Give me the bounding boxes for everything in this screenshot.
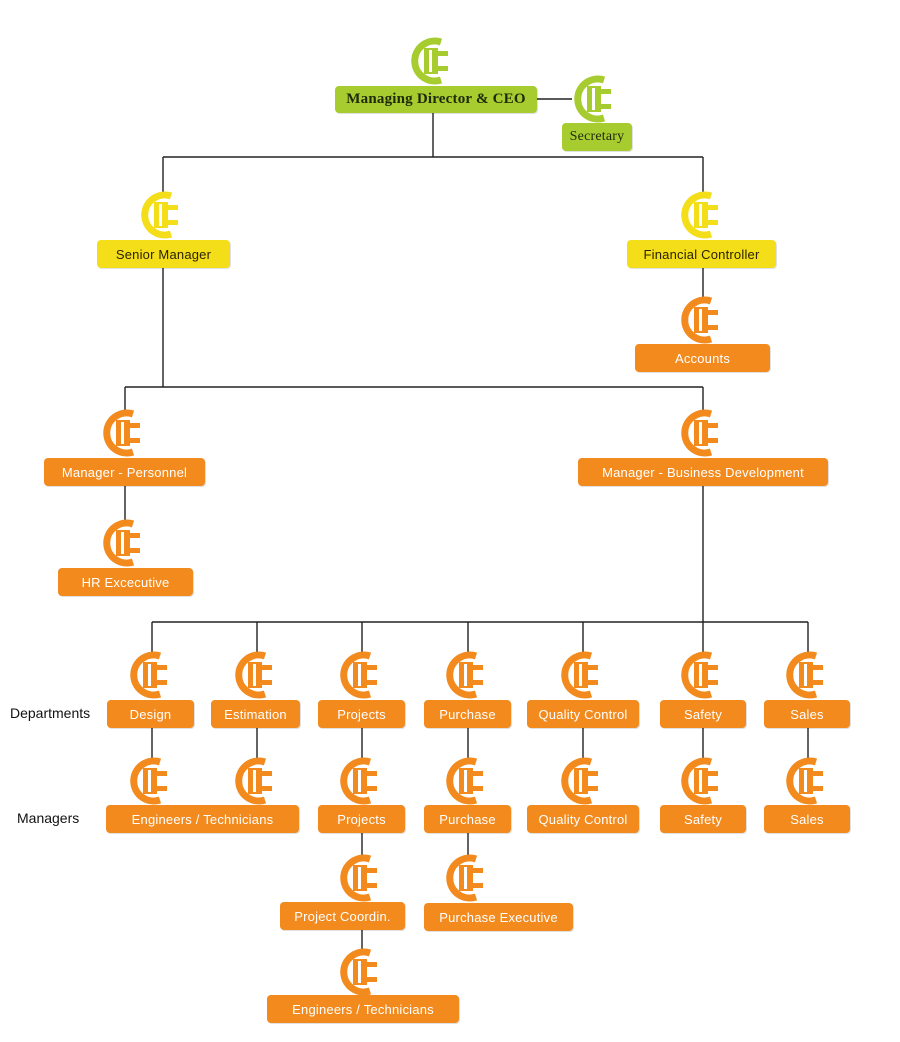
- node-accounts: Accounts: [635, 344, 770, 372]
- person-plug-icon: [138, 190, 188, 240]
- person-plug-icon: [443, 853, 493, 903]
- node-dept-quality-control: Quality Control: [527, 700, 639, 728]
- person-plug-icon: [678, 190, 728, 240]
- node-dept-sales: Sales: [764, 700, 850, 728]
- person-plug-icon: [678, 408, 728, 458]
- person-plug-icon: [100, 518, 150, 568]
- person-plug-icon: [127, 756, 177, 806]
- node-dept-design: Design: [107, 700, 194, 728]
- person-plug-icon: [337, 853, 387, 903]
- node-hr-executive: HR Excecutive: [58, 568, 193, 596]
- person-plug-icon: [571, 74, 621, 124]
- node-managing-director-ceo: Managing Director & CEO: [335, 86, 537, 113]
- person-plug-icon: [558, 650, 608, 700]
- node-dept-purchase: Purchase: [424, 700, 511, 728]
- person-plug-icon: [337, 756, 387, 806]
- node-senior-manager: Senior Manager: [97, 240, 230, 268]
- person-plug-icon: [678, 650, 728, 700]
- node-purchase-executive: Purchase Executive: [424, 903, 573, 931]
- node-secretary: Secretary: [562, 123, 632, 151]
- row-label-managers: Managers: [17, 810, 80, 826]
- person-plug-icon: [232, 756, 282, 806]
- node-dept-projects: Projects: [318, 700, 405, 728]
- person-plug-icon: [127, 650, 177, 700]
- node-dept-safety: Safety: [660, 700, 746, 728]
- node-mgr-quality-control: Quality Control: [527, 805, 639, 833]
- node-mgr-sales: Sales: [764, 805, 850, 833]
- person-plug-icon: [443, 650, 493, 700]
- person-plug-icon: [783, 756, 833, 806]
- person-plug-icon: [337, 947, 387, 997]
- person-plug-icon: [558, 756, 608, 806]
- person-plug-icon: [783, 650, 833, 700]
- person-plug-icon: [678, 756, 728, 806]
- node-dept-estimation: Estimation: [211, 700, 300, 728]
- person-plug-icon: [408, 36, 458, 86]
- person-plug-icon: [443, 756, 493, 806]
- person-plug-icon: [100, 408, 150, 458]
- person-plug-icon: [232, 650, 282, 700]
- node-mgr-purchase: Purchase: [424, 805, 511, 833]
- node-project-coordinator: Project Coordin.: [280, 902, 405, 930]
- node-mgr-projects: Projects: [318, 805, 405, 833]
- node-financial-controller: Financial Controller: [627, 240, 776, 268]
- row-label-departments: Departments: [10, 705, 91, 721]
- node-manager-business-development: Manager - Business Development: [578, 458, 828, 486]
- person-plug-icon: [678, 295, 728, 345]
- node-engineers-technicians-bottom: Engineers / Technicians: [267, 995, 459, 1023]
- node-manager-personnel: Manager - Personnel: [44, 458, 205, 486]
- person-plug-icon: [337, 650, 387, 700]
- node-mgr-safety: Safety: [660, 805, 746, 833]
- node-mgr-engineers-technicians: Engineers / Technicians: [106, 805, 299, 833]
